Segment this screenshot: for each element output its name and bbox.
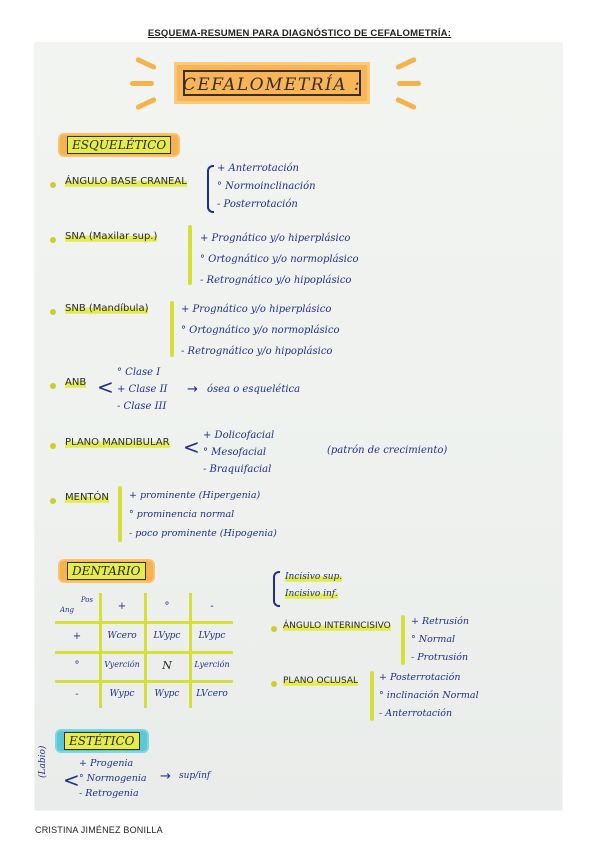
arrow-right-icon: → [187,382,198,397]
table-corner-left: Ang [59,606,75,614]
section-dentario-label: DENTARIO [67,562,146,580]
title-ray [397,81,421,86]
main-title: CEFALOMETRÍA : [182,75,362,95]
bullet [50,237,56,243]
brace [207,165,214,213]
angulo-interincisivo-opt: - Protrusión [411,652,469,663]
incisivo-sup: Incisivo sup. [285,572,343,582]
table-cell: LVypc [153,631,181,641]
estetico-opt: - Retrogenia [79,788,139,799]
sna-opt: ° Ortognático y/o normoplásico [200,254,359,265]
table-cell: Vyerción [104,660,140,669]
split-arrow-icon: < [63,768,80,792]
section-estetico: ESTÉTICO [57,731,147,751]
split-arrow-icon: < [183,435,200,459]
table-cell: Wypc [154,689,180,699]
brace-bar [118,486,122,542]
sna-label: SNA (Maxilar sup.) [65,231,158,242]
anb-opt: - Clase III [117,401,167,412]
table-cell: N [162,659,172,672]
brace-bar [370,671,374,721]
anb-label: ANB [65,377,87,388]
table-row-header: ° [74,660,80,671]
title-ray [134,56,158,71]
bullet [50,309,56,315]
menton-opt: + prominente (Hipergenia) [129,490,261,501]
estetico-side-label: (Labio) [38,745,48,778]
section-dentario: DENTARIO [60,561,153,581]
bullet [271,626,277,632]
angulo-interincisivo-label: ÁNGULO INTERINCISIVO [283,621,391,631]
table-col-header: ° [164,601,170,612]
plano-mandibular-opt: ° Mesofacial [203,447,267,458]
plano-oclusal-opt: + Posterrotación [379,672,461,683]
title-ray [130,81,154,86]
menton-opt: ° prominencia normal [129,509,235,520]
sna-opt: + Prognático y/o hiperplásico [200,233,351,244]
brace-bar [401,615,405,665]
table-cell: Lyerción [194,660,230,669]
bullet [50,383,56,389]
estetico-result: sup/inf [179,771,211,781]
angulo-base-label: ÁNGULO BASE CRANEAL [65,176,187,187]
arrow-right-icon: → [160,769,171,784]
anb-result: ósea o esquelética [207,384,301,395]
plano-oclusal-label: PLANO OCLUSAL [283,676,359,686]
snb-label: SNB (Mandíbula) [65,303,149,314]
brace [273,571,280,607]
bullet [50,182,56,188]
angulo-base-opt: + Anterrotación [217,163,299,174]
section-esqueletico-label: ESQUELÉTICO [67,136,172,154]
sna-opt: - Retrognático y/o hipoplásico [200,275,352,286]
title-ray [394,56,418,71]
table-cell: Wypc [109,689,135,699]
table-cell: LVcero [196,689,228,699]
footer-author: CRISTINA JIMÉNEZ BONILLA [35,825,163,835]
dental-table: Ang Pos + ° - + ° - Wcero LVypc LVypc Vy… [55,593,233,708]
table-cell: LVypc [198,631,226,641]
document-title: ESQUEMA-RESUMEN PARA DIAGNÓSTICO DE CEFA… [147,28,452,39]
anb-opt: + Clase II [117,384,168,395]
table-cell: Wcero [107,631,137,641]
snb-opt: + Prognático y/o hiperplásico [181,304,332,315]
incisivo-inf: Incisivo inf. [285,589,338,599]
bullet [50,443,56,449]
title-ray [134,96,158,111]
note-sheet: CEFALOMETRÍA : ESQUELÉTICO ÁNGULO BASE C… [35,43,562,810]
angulo-interincisivo-opt: ° Normal [411,634,456,645]
split-arrow-icon: < [97,375,114,399]
anb-opt: ° Clase I [117,367,161,378]
table-corner-top: Pos [80,596,94,604]
menton-label: MENTÓN [65,492,109,503]
estetico-opt: ° Normogenia [79,773,147,784]
section-esqueletico: ESQUELÉTICO [60,135,179,155]
bullet [271,681,277,687]
title-ray [394,96,418,111]
main-title-box: CEFALOMETRÍA : [177,65,367,101]
plano-oclusal-opt: ° inclinación Normal [379,690,479,701]
angulo-base-opt: ° Normoinclinación [217,181,316,192]
brace-bar [170,301,174,357]
section-estetico-label: ESTÉTICO [64,732,140,750]
plano-oclusal-opt: - Anterrotación [379,708,453,719]
angulo-base-opt: - Posterrotación [217,199,298,210]
menton-opt: - poco prominente (Hipogenia) [129,528,277,539]
snb-opt: ° Ortognático y/o normoplásico [181,325,340,336]
estetico-opt: + Progenia [79,758,134,769]
table-row-header: - [75,689,79,700]
bullet [50,498,56,504]
snb-opt: - Retrognático y/o hipoplásico [181,346,333,357]
angulo-interincisivo-opt: + Retrusión [411,616,469,627]
plano-mandibular-note: (patrón de crecimiento) [327,445,448,456]
table-col-header: - [210,601,214,612]
plano-mandibular-opt: + Dolicofacial [203,430,275,441]
table-row-header: + [72,631,82,642]
plano-mandibular-label: PLANO MANDIBULAR [65,437,170,448]
plano-mandibular-opt: - Braquifacial [203,464,272,475]
table-col-header: + [117,601,127,612]
brace-bar [188,225,192,285]
